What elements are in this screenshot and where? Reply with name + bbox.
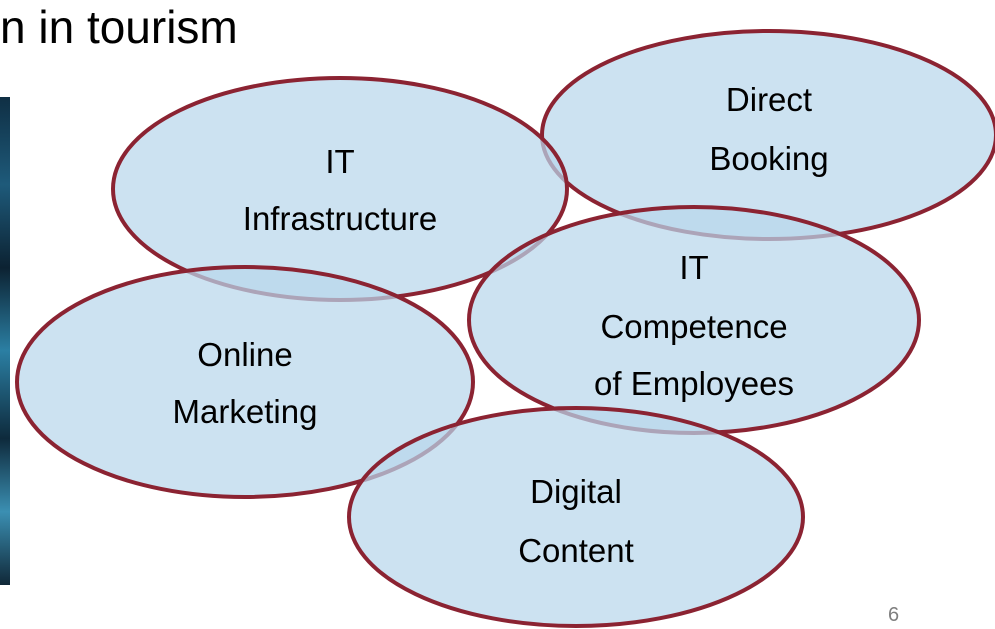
bubble-it-infrastructure: IT Infrastructure [111,76,569,302]
bubble-direct-booking-line-2: Booking [709,140,828,177]
side-image [0,97,10,585]
bubble-it-infrastructure-line-1: IT [325,143,354,180]
bubble-it-competence-line-3: of Employees [594,365,794,402]
bubble-it-competence: IT Competence of Employees [467,205,921,435]
bubble-digital-content: Digital Content [347,406,805,628]
page-number: 6 [888,604,900,626]
bubble-it-competence-line-1: IT [679,249,708,286]
bubble-it-competence-line-2: Competence [600,308,787,345]
bubble-digital-content-shape [347,406,805,628]
bubble-direct-booking-shape [540,29,995,241]
slide-title: n in tourism [0,1,238,53]
bubble-it-infrastructure-line-2: Infrastructure [243,200,437,237]
bubble-online-marketing-line-2: Marketing [173,393,318,430]
bubble-digital-content-line-2: Content [518,532,634,569]
bubble-digital-content-line-1: Digital [530,473,622,510]
bubble-direct-booking-line-1: Direct [726,81,812,118]
bubble-direct-booking: Direct Booking [540,29,995,241]
bubble-online-marketing: Online Marketing [15,265,475,499]
bubble-online-marketing-shape [15,265,475,499]
bubble-online-marketing-line-1: Online [197,336,292,373]
